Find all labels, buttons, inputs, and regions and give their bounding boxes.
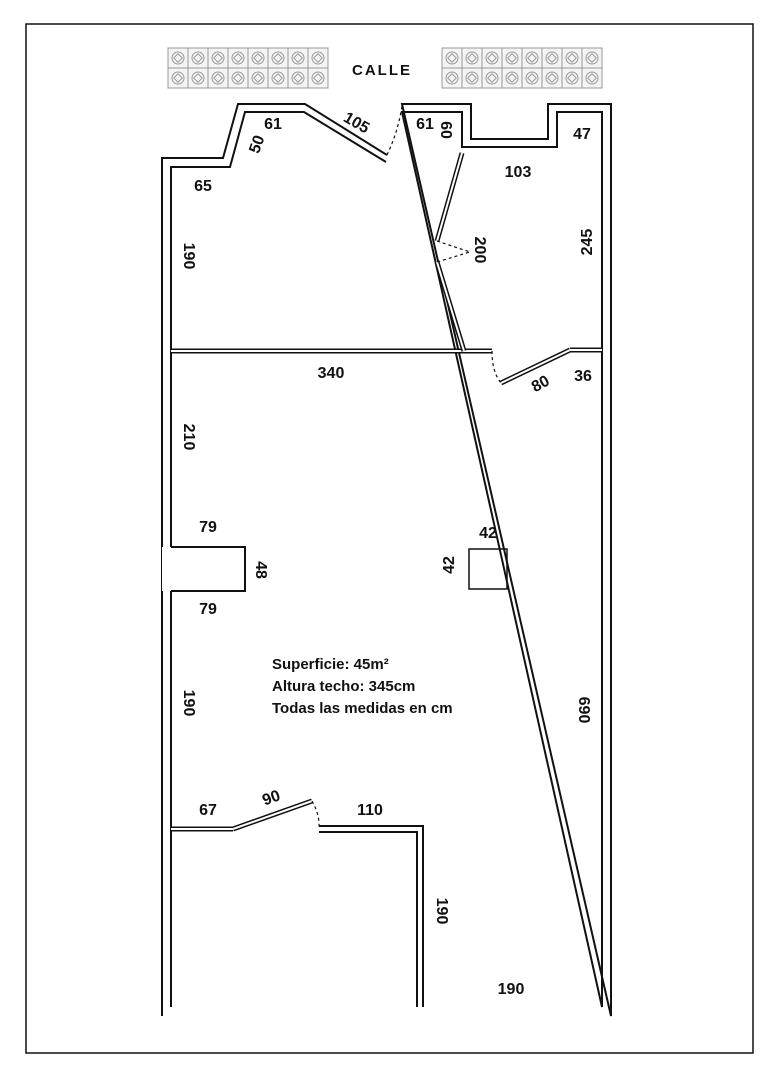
page-border [25,23,754,1054]
door-swing-200 [436,240,472,263]
sidewalk-tile [461,67,483,89]
dim-bath-side-wall: 190 [433,898,450,925]
bedroom-diagonal-wall [434,152,472,352]
dim-living-left-wall: 210 [180,424,197,451]
dim-right-stub: 36 [574,368,592,385]
door-swing-90 [311,800,320,830]
street-label: CALLE [352,62,412,79]
sidewalk-tile [501,67,523,89]
note-units: Todas las medidas en cm [272,700,453,717]
dim-recess-top: 79 [199,519,217,536]
sidewalk-tile [267,67,289,89]
sidewalk-tile [581,67,603,89]
dim-front-right-wall: 61 [416,116,434,133]
dim-door-80: 80 [529,373,553,396]
dim-bedroom-left-wall: 190 [180,243,197,270]
sidewalk-tile [207,67,229,89]
dim-bedroom-right-wall: 245 [579,229,596,256]
sidewalk-tile [521,67,543,89]
outer-walls [161,103,612,1017]
plan-notes: Superficie: 45m² Altura techo: 345cm Tod… [272,656,453,717]
dimension-labels: 61 105 61 60 50 65 190 47 103 200 245 34… [180,109,596,998]
note-area: Superficie: 45m² [272,656,389,673]
inner-wall-outline [170,111,603,1008]
sidewalk-tiles-right [441,47,603,89]
sidewalk-tile [541,67,563,89]
sidewalk-tile [501,47,523,69]
sidewalk-tile [561,47,583,69]
dim-right-wall: 690 [575,697,592,724]
dim-bottom-right: 190 [498,981,525,998]
sidewalk-tile [247,47,269,69]
dim-column-depth: 42 [441,556,458,574]
bathroom-walls [171,798,424,1007]
sidewalk-tile [167,47,189,69]
sidewalk-tile [441,47,463,69]
sidewalk-tile [207,47,229,69]
sidewalk-tiles-left [167,47,329,89]
dim-bath-left-wall: 67 [199,802,217,819]
door-swing-105 [386,105,403,156]
door-swing-80 [491,350,502,384]
sidewalk-tile [561,67,583,89]
sidewalk-tile [227,47,249,69]
sidewalk-tile [287,47,309,69]
dim-left-step: 65 [194,178,212,195]
dim-bath-door: 90 [260,787,283,809]
sidewalk-tile [267,47,289,69]
sidewalk-tile [247,67,269,89]
dim-partition-door: 200 [471,237,488,264]
left-recess [162,546,246,592]
column [468,548,508,590]
sidewalk-tile [581,47,603,69]
sidewalk-tile [227,67,249,89]
door-80 [491,347,602,386]
sidewalk-tile [441,67,463,89]
sidewalk-tile [481,47,503,69]
outer-wall-outline [161,103,612,1017]
sidewalk-tile [541,47,563,69]
dim-front-left-wall: 61 [264,116,282,133]
sidewalk-tile [461,47,483,69]
sidewalk-tile [287,67,309,89]
dim-recess-depth: 48 [252,561,269,579]
dim-bath-right-wall: 110 [357,802,383,819]
dim-lower-left-wall: 190 [180,690,197,717]
note-ceiling: Altura techo: 345cm [272,678,415,695]
dim-recess-bottom: 79 [199,601,217,618]
sidewalk-tile [167,67,189,89]
sidewalk-tile [307,67,329,89]
dim-entry-side: 60 [437,121,454,139]
dim-partition-wall: 340 [318,365,345,382]
sidewalk-tile [307,47,329,69]
dim-niche-top: 47 [573,126,591,143]
sidewalk-tile [187,47,209,69]
sidewalk-tile [481,67,503,89]
sidewalk-tile [521,47,543,69]
dim-front-diagonal-door: 105 [340,109,372,137]
dim-angled-corner: 50 [246,133,268,156]
dim-niche-bottom: 103 [505,164,532,181]
sidewalk-tile [187,67,209,89]
dim-column-width: 42 [479,525,497,542]
